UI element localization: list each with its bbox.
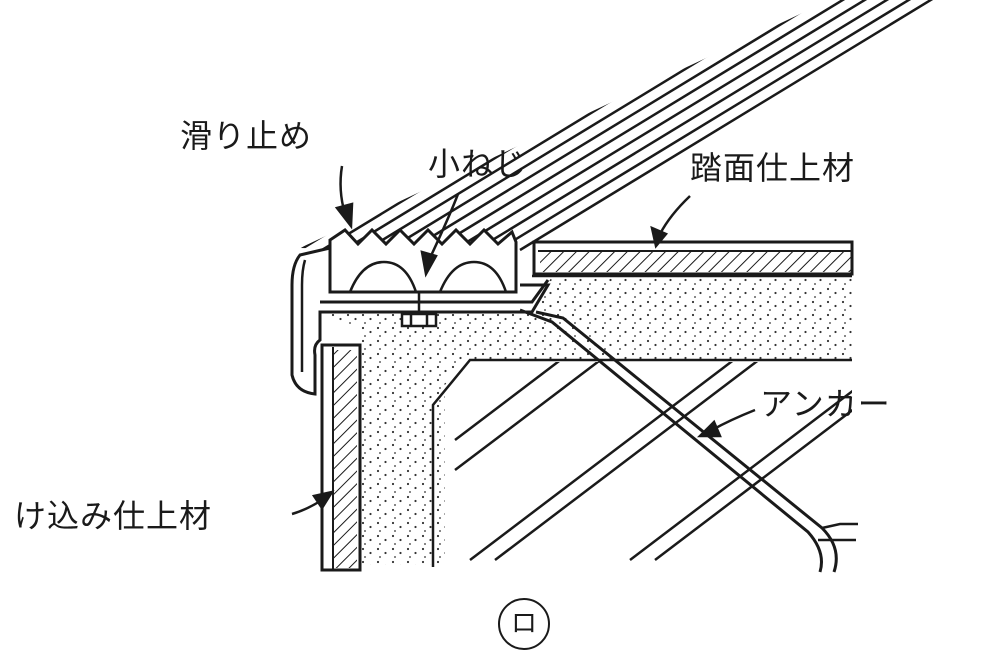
- figure-id-circle: ロ: [498, 598, 550, 650]
- label-riser-finish: け込み仕上材: [14, 497, 213, 535]
- leader-lines: [291, 165, 756, 516]
- concrete-inner-edge: [431, 358, 852, 567]
- label-tread-finish: 踏面仕上材: [690, 149, 856, 187]
- small-screw: [400, 292, 438, 328]
- upper-flight-lines: [300, 0, 981, 252]
- label-slip-stop: 滑り止め: [180, 117, 313, 155]
- lower-structure-lines: [454, 362, 852, 561]
- concrete-slab: [322, 275, 852, 565]
- label-small-screw: 小ねじ: [428, 145, 528, 183]
- nosing-profile: [290, 246, 551, 396]
- label-anchor: アンカー: [760, 385, 891, 423]
